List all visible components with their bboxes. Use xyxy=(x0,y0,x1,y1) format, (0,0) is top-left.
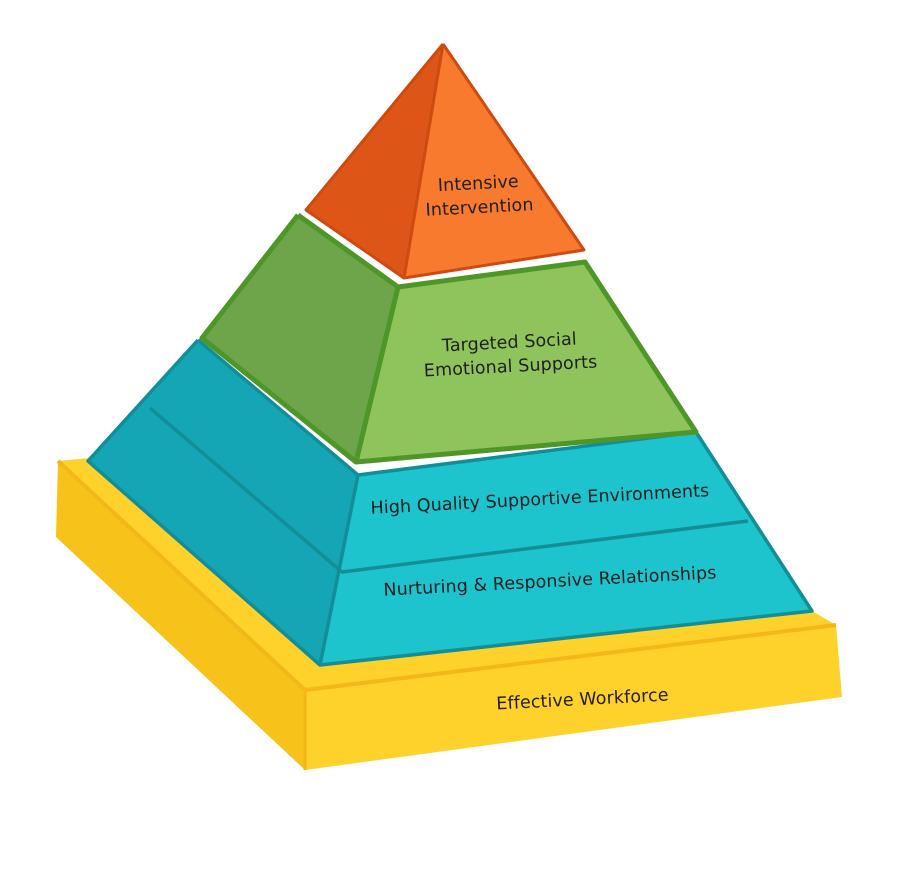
green-corner-edge xyxy=(353,286,401,463)
orange-corner-edge xyxy=(402,43,445,279)
green-front-face xyxy=(356,262,696,462)
teal-left-face xyxy=(88,340,358,665)
teal-front-face xyxy=(320,432,812,665)
teal-corner-edge xyxy=(318,474,360,666)
tier-orange-shape xyxy=(304,43,586,280)
label-intensive-intervention: Intensive Intervention xyxy=(403,169,555,224)
tier-green-shape xyxy=(199,212,699,465)
base-front-face xyxy=(305,625,842,770)
base-top-face xyxy=(58,458,836,690)
tier-effective-workforce-shape xyxy=(56,458,842,770)
orange-front-face xyxy=(404,44,584,278)
tier-teal-section-shape xyxy=(86,338,814,667)
orange-left-face xyxy=(306,44,443,278)
base-left-face xyxy=(56,461,305,770)
teal-divider xyxy=(148,406,749,574)
